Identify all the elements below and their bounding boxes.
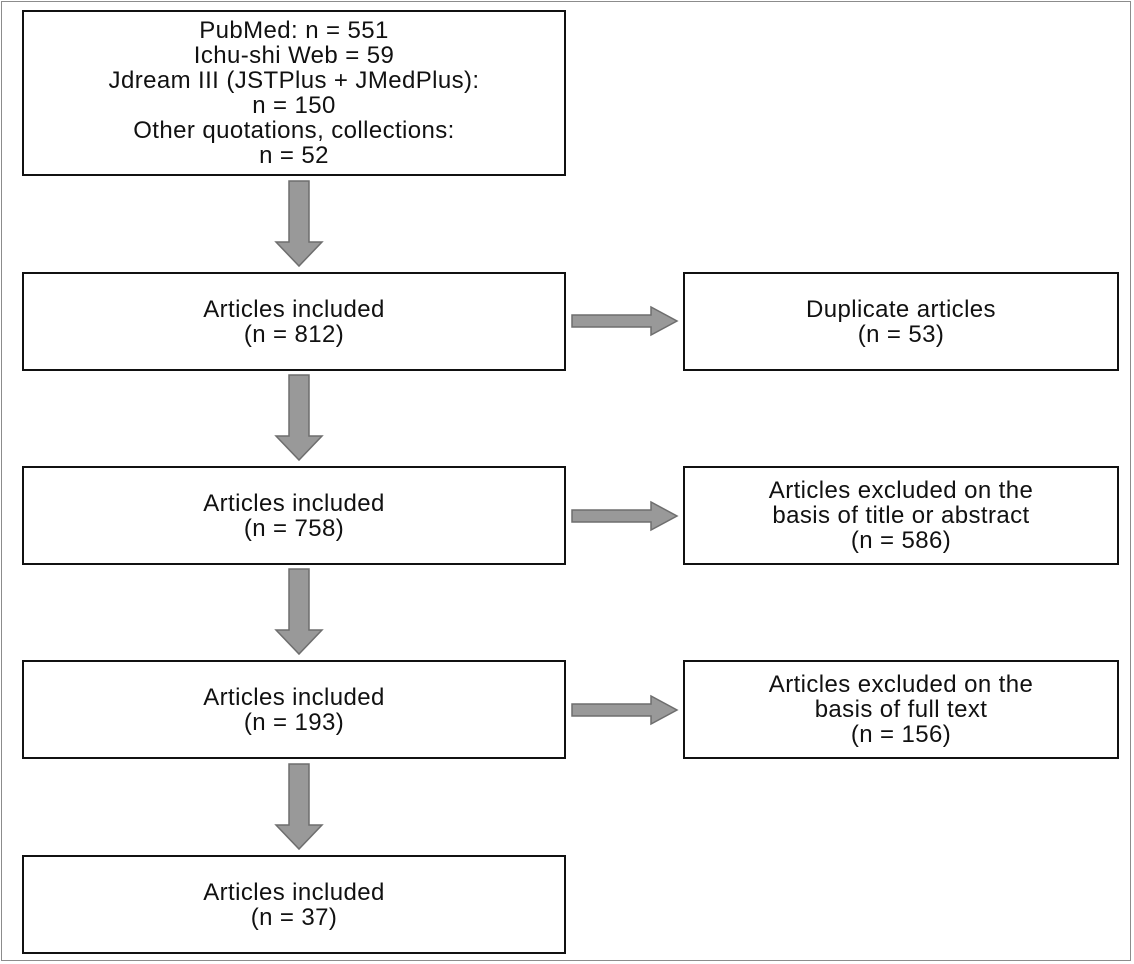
right-arrow-icon [571,694,679,726]
box-count: (n = 156) [850,721,952,748]
box-label: Articles excluded on the [768,477,1034,504]
sources-line: Ichu-shi Web = 59 [193,42,395,69]
sources-line: Other quotations, collections: [133,117,455,144]
box-label: Articles excluded on the [768,671,1034,698]
box-label: basis of full text [814,696,988,723]
articles-included-box-3: Articles included (n = 193) [22,660,566,759]
sources-line: Jdream III (JSTPlus + JMedPlus): [108,67,480,94]
box-label: Duplicate articles [806,295,996,323]
sources-line: PubMed: n = 551 [199,17,389,44]
box-count: (n = 53) [857,320,945,348]
box-label: Articles included [203,295,385,323]
sources-line: n = 150 [252,92,336,119]
box-label: Articles included [203,683,385,711]
sources-line: n = 52 [259,142,329,169]
right-arrow-icon [571,500,679,532]
box-count: (n = 193) [243,708,345,736]
duplicate-articles-box: Duplicate articles (n = 53) [683,272,1119,371]
box-count: (n = 758) [243,514,345,542]
box-count: (n = 37) [250,903,338,931]
box-count: (n = 586) [850,527,952,554]
box-count: (n = 812) [243,320,345,348]
right-arrow-icon [571,305,679,337]
down-arrow-icon [274,568,324,656]
down-arrow-icon [274,374,324,462]
articles-included-box-2: Articles included (n = 758) [22,466,566,565]
box-label: Articles included [203,878,385,906]
excluded-full-text-box: Articles excluded on the basis of full t… [683,660,1119,759]
sources-box: PubMed: n = 551 Ichu-shi Web = 59 Jdream… [22,10,566,176]
down-arrow-icon [274,180,324,268]
articles-included-box-4: Articles included (n = 37) [22,855,566,954]
box-label: basis of title or abstract [772,502,1030,529]
articles-included-box-1: Articles included (n = 812) [22,272,566,371]
down-arrow-icon [274,763,324,851]
box-label: Articles included [203,489,385,517]
excluded-title-abstract-box: Articles excluded on the basis of title … [683,466,1119,565]
